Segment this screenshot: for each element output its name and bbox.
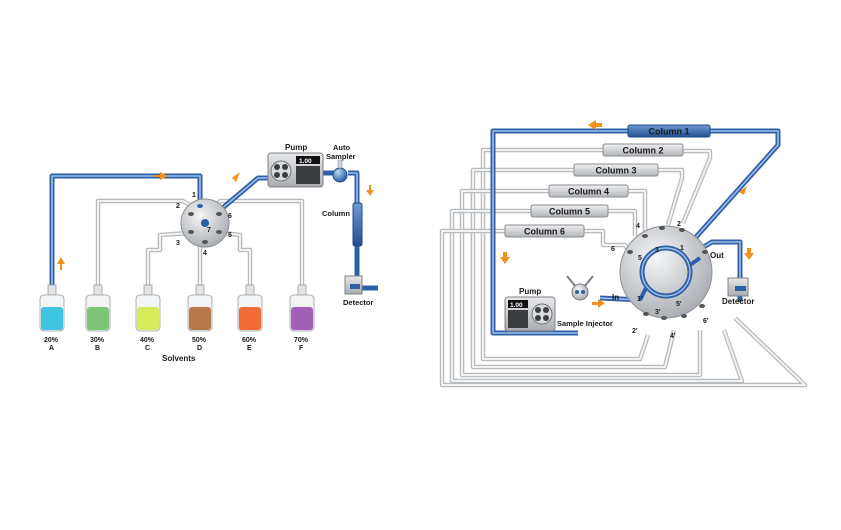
autosampler-label-line2: Sampler xyxy=(326,152,356,161)
port-label-5: 5 xyxy=(638,255,642,262)
port-label-7: 7 xyxy=(207,227,211,234)
port-label-3prime: 3' xyxy=(655,309,661,316)
port-label-2prime: 2' xyxy=(632,328,638,335)
column-6: Column 6 xyxy=(504,224,585,238)
detector-label: Detector xyxy=(722,297,754,306)
port-label-1: 1 xyxy=(680,245,684,252)
port-label-1: 1 xyxy=(192,192,196,199)
solvent-selection-diagram: 1 2 3 4 5 6 7 Pump 1.00 Auto Sampler xyxy=(39,143,378,363)
flow-arrow xyxy=(57,257,65,270)
column-label: Column 4 xyxy=(568,187,609,197)
left-column: Column xyxy=(322,202,363,247)
column-4: Column 4 xyxy=(548,184,629,198)
solvent-bottles: 20%A 30%B 40%C 50%D 60%E 70%F xyxy=(39,284,315,352)
pump-label: Pump xyxy=(519,287,541,296)
solvent-bottle: 40%C xyxy=(135,284,161,352)
sample-injector: Sample Injector xyxy=(557,275,613,328)
port-label-4: 4 xyxy=(203,250,207,257)
autosampler: Auto Sampler xyxy=(326,143,356,183)
right-detector: Detector xyxy=(722,277,754,306)
grey-column-loops xyxy=(439,147,808,388)
flow-arrow xyxy=(366,185,374,196)
port-label-3: 3 xyxy=(176,240,180,247)
bottle-letter-label: B xyxy=(95,345,100,352)
column-3: Column 3 xyxy=(573,163,659,177)
flow-arrow xyxy=(500,252,510,264)
bottle-letter-label: F xyxy=(299,345,304,352)
column-label: Column 2 xyxy=(622,146,663,156)
switching-valve xyxy=(619,225,713,320)
port-label-5: 5 xyxy=(228,232,232,239)
solvent-bottle: 30%B xyxy=(85,284,111,352)
port-label-1prime: 1' xyxy=(637,296,643,303)
flow-arrow xyxy=(588,120,602,130)
upper-port-labels: 1 2 3 4 5 6 xyxy=(611,221,684,262)
column-label: Column xyxy=(322,209,350,218)
column-label: Column 3 xyxy=(595,166,636,176)
port-label-4prime: 4' xyxy=(670,333,676,340)
flow-arrow xyxy=(592,299,605,308)
port-label-5prime: 5' xyxy=(676,301,682,308)
pump-display: 1.00 xyxy=(299,158,312,165)
bottle-percent-label: 20% xyxy=(44,337,59,344)
selection-valve xyxy=(180,198,230,248)
blue-flow-path xyxy=(49,170,378,291)
port-label-2: 2 xyxy=(176,203,180,210)
flow-arrow xyxy=(739,186,747,195)
out-label: Out xyxy=(710,251,724,260)
flow-arrow xyxy=(154,172,168,180)
bottle-letter-label: A xyxy=(49,345,54,352)
bottle-percent-label: 30% xyxy=(90,337,105,344)
port-label-6prime: 6' xyxy=(703,318,709,325)
port-label-4: 4 xyxy=(636,223,640,230)
port-label-6: 6 xyxy=(228,213,232,220)
solvent-bottle: 70%F xyxy=(289,284,315,352)
port-label-6: 6 xyxy=(611,246,615,253)
column-bars: Column 1 Column 2 Column 3 Column 4 Column 5… xyxy=(504,124,711,238)
bottle-percent-label: 40% xyxy=(140,337,155,344)
right-pump: Pump 1.00 xyxy=(504,287,556,332)
lower-port-labels: 1' 2' 3' 4' 5' 6' xyxy=(632,296,709,340)
pump-label: Pump xyxy=(285,143,307,152)
bottle-percent-label: 60% xyxy=(242,337,257,344)
bottle-letter-label: C xyxy=(145,345,150,352)
port-label-3: 3 xyxy=(655,247,659,254)
flow-arrow xyxy=(744,248,754,260)
column-switching-diagram: Column 1 Column 2 Column 3 Column 4 Column 5… xyxy=(439,120,808,388)
column-1: Column 1 xyxy=(627,124,711,138)
column-2: Column 2 xyxy=(602,143,684,157)
valve-port-labels: 1 2 3 4 5 6 7 xyxy=(176,192,232,257)
column-label: Column 1 xyxy=(648,127,689,137)
flow-arrow xyxy=(232,172,240,182)
solvent-bottle: 20%A xyxy=(39,284,65,352)
bottle-percent-label: 50% xyxy=(192,337,207,344)
column-label: Column 6 xyxy=(524,227,565,237)
left-pump: Pump 1.00 xyxy=(267,143,324,188)
sample-injector-label: Sample Injector xyxy=(557,319,613,328)
bottle-letter-label: E xyxy=(247,345,252,352)
bottle-letter-label: D xyxy=(197,345,202,352)
autosampler-label-line1: Auto xyxy=(333,143,350,152)
port-label-2: 2 xyxy=(677,221,681,228)
detector-label: Detector xyxy=(343,298,374,307)
solvent-bottle: 60%E xyxy=(237,284,263,352)
column-label: Column 5 xyxy=(549,207,590,217)
solvents-label: Solvents xyxy=(162,354,196,363)
solvent-bottle: 50%D xyxy=(187,284,213,352)
in-label: In xyxy=(612,293,619,302)
bottle-percent-label: 70% xyxy=(294,337,309,344)
pump-display: 1.00 xyxy=(510,302,523,309)
left-detector: Detector xyxy=(343,275,374,307)
column-5: Column 5 xyxy=(530,204,609,218)
